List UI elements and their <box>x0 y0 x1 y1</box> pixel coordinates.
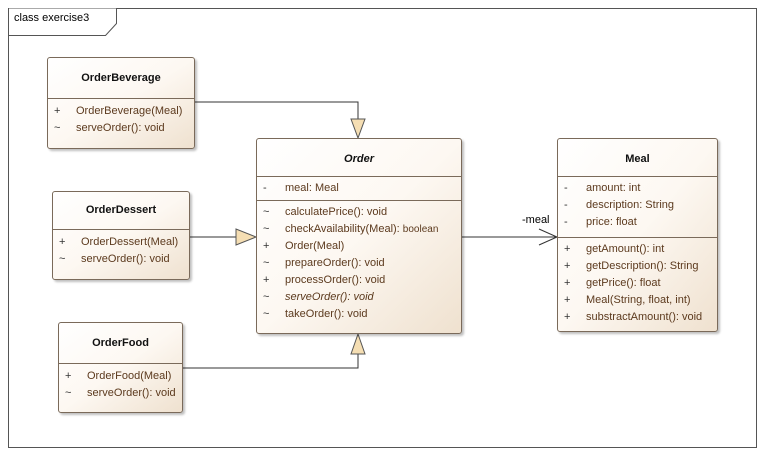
class-order-beverage[interactable]: OrderBeverage +OrderBeverage(Meal) ~serv… <box>47 57 195 149</box>
class-name: Order <box>344 153 374 165</box>
diagram-title: class exercise3 <box>14 12 90 24</box>
generalization-beverage-arrowhead <box>350 118 366 140</box>
operation: +processOrder(): void <box>263 274 386 286</box>
operation: ~takeOrder(): void <box>263 308 368 320</box>
class-meal[interactable]: Meal -amount: int -description: String -… <box>557 138 718 332</box>
operations-compartment: ~calculatePrice(): void ~checkAvailabili… <box>257 200 461 323</box>
attribute: -meal: Meal <box>263 182 339 194</box>
operation: ~calculatePrice(): void <box>263 206 388 218</box>
operation: +substractAmount(): void <box>564 311 703 323</box>
operation: ~checkAvailability(Meal): boolean <box>263 223 439 235</box>
abstract-operation: ~serveOrder(): void <box>263 291 374 303</box>
operations-compartment: +OrderBeverage(Meal) ~serveOrder(): void <box>48 98 194 137</box>
attributes-compartment: -meal: Meal <box>257 176 461 200</box>
operation: ~serveOrder(): void <box>59 253 170 265</box>
attribute: -price: float <box>564 216 637 228</box>
operations-compartment: +OrderDessert(Meal) ~serveOrder(): void <box>53 229 189 268</box>
operation: ~serveOrder(): void <box>54 122 165 134</box>
operation: +Meal(String, float, int) <box>564 294 691 306</box>
operation: +OrderBeverage(Meal) <box>54 105 183 117</box>
frame-tab <box>8 8 117 36</box>
attributes-compartment: -amount: int -description: String -price… <box>558 176 717 237</box>
generalization-food-arrowhead <box>350 332 366 355</box>
operation: +getDescription(): String <box>564 260 699 272</box>
class-name: OrderFood <box>92 337 149 349</box>
attribute: -amount: int <box>564 182 641 194</box>
operation: +getAmount(): int <box>564 243 665 255</box>
association-role-label: -meal <box>522 214 550 226</box>
operation: +OrderDessert(Meal) <box>59 236 179 248</box>
operations-compartment: +OrderFood(Meal) ~serveOrder(): void <box>59 363 182 402</box>
operation: +Order(Meal) <box>263 240 345 252</box>
class-order-food[interactable]: OrderFood +OrderFood(Meal) ~serveOrder()… <box>58 322 183 413</box>
class-name: Meal <box>625 153 650 165</box>
generalization-dessert-arrowhead <box>235 228 258 246</box>
class-order-dessert[interactable]: OrderDessert +OrderDessert(Meal) ~serveO… <box>52 191 190 280</box>
generalization-food-line <box>183 354 359 369</box>
attribute: -description: String <box>564 199 675 211</box>
class-order[interactable]: Order -meal: Meal ~calculatePrice(): voi… <box>256 138 462 334</box>
operation: ~serveOrder(): void <box>65 387 176 399</box>
operation: +getPrice(): float <box>564 277 661 289</box>
class-name: OrderBeverage <box>81 72 161 84</box>
class-name: OrderDessert <box>85 204 157 216</box>
generalization-beverage-line <box>195 101 359 119</box>
diagram-frame <box>8 8 757 448</box>
operation: +OrderFood(Meal) <box>65 370 172 382</box>
operations-compartment: +getAmount(): int +getDescription(): Str… <box>558 237 717 326</box>
operation: ~prepareOrder(): void <box>263 257 385 269</box>
